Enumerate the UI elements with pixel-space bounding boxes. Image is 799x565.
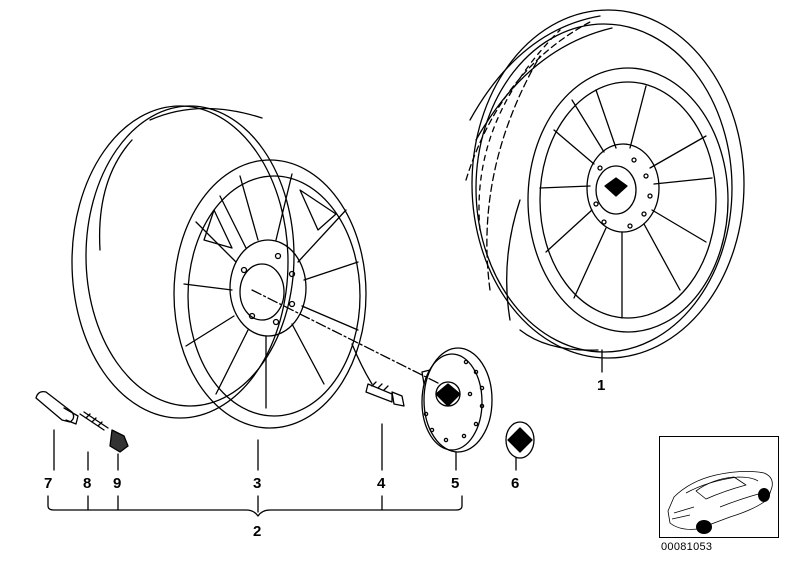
part-label-6: 6 <box>511 475 520 492</box>
valve <box>35 390 79 471</box>
group-bracket <box>47 495 463 517</box>
part-label-2: 2 <box>253 523 262 540</box>
assembly-axis <box>251 289 441 385</box>
light-alloy-rim <box>71 105 367 471</box>
valve-cap <box>109 429 129 471</box>
vehicle-location-inset <box>659 436 779 538</box>
wheel-bolt <box>351 343 405 471</box>
part-label-7: 7 <box>44 475 53 492</box>
hub-cap <box>421 347 493 471</box>
part-label-9: 9 <box>113 475 122 492</box>
illustration-reference-number: 00081053 <box>661 541 713 553</box>
emblem <box>505 421 535 471</box>
vehicle-thumbnail <box>667 471 773 534</box>
complete-wheel-with-tyre <box>465 9 745 373</box>
part-label-5: 5 <box>451 475 460 492</box>
part-label-4: 4 <box>377 475 386 492</box>
part-label-3: 3 <box>253 475 262 492</box>
valve-insert <box>79 411 109 471</box>
part-label-1: 1 <box>597 377 606 394</box>
part-label-8: 8 <box>83 475 92 492</box>
